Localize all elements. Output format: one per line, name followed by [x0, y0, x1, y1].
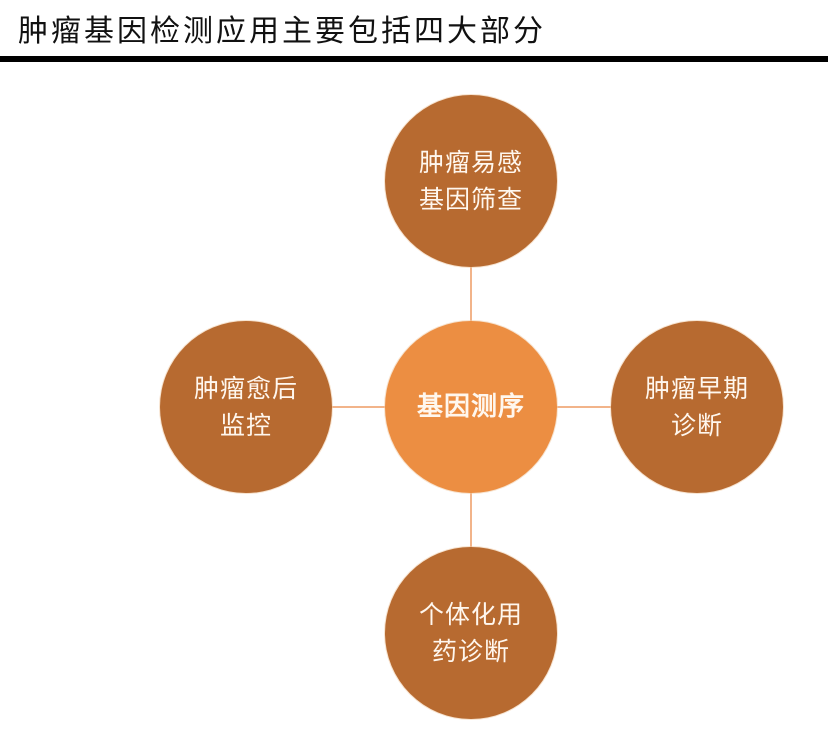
title-divider	[0, 56, 828, 62]
node-label-line: 肿瘤易感	[418, 148, 523, 177]
node-label-line: 基因测序	[416, 391, 525, 422]
connector-top	[470, 266, 472, 322]
node-label-line: 肿瘤早期	[644, 374, 749, 403]
node-gene-sequencing: 基因测序	[385, 321, 557, 493]
node-susceptibility-screening: 肿瘤易感 基因筛查	[385, 95, 557, 267]
node-label-line: 诊断	[670, 411, 723, 440]
node-label-line: 个体化用	[418, 600, 523, 629]
connector-left	[331, 406, 387, 408]
connector-right	[556, 406, 613, 408]
connector-bottom	[470, 492, 472, 550]
node-label-line: 监控	[219, 411, 272, 440]
page-title: 肿瘤基因检测应用主要包括四大部分	[18, 14, 546, 49]
node-prognosis-monitoring: 肿瘤愈后 监控	[160, 321, 332, 493]
node-label-line: 基因筛查	[418, 185, 523, 214]
node-label-line: 肿瘤愈后	[193, 374, 298, 403]
node-label-line: 药诊断	[431, 637, 510, 666]
node-personalized-medication: 个体化用 药诊断	[385, 547, 557, 719]
node-early-diagnosis: 肿瘤早期 诊断	[611, 321, 783, 493]
